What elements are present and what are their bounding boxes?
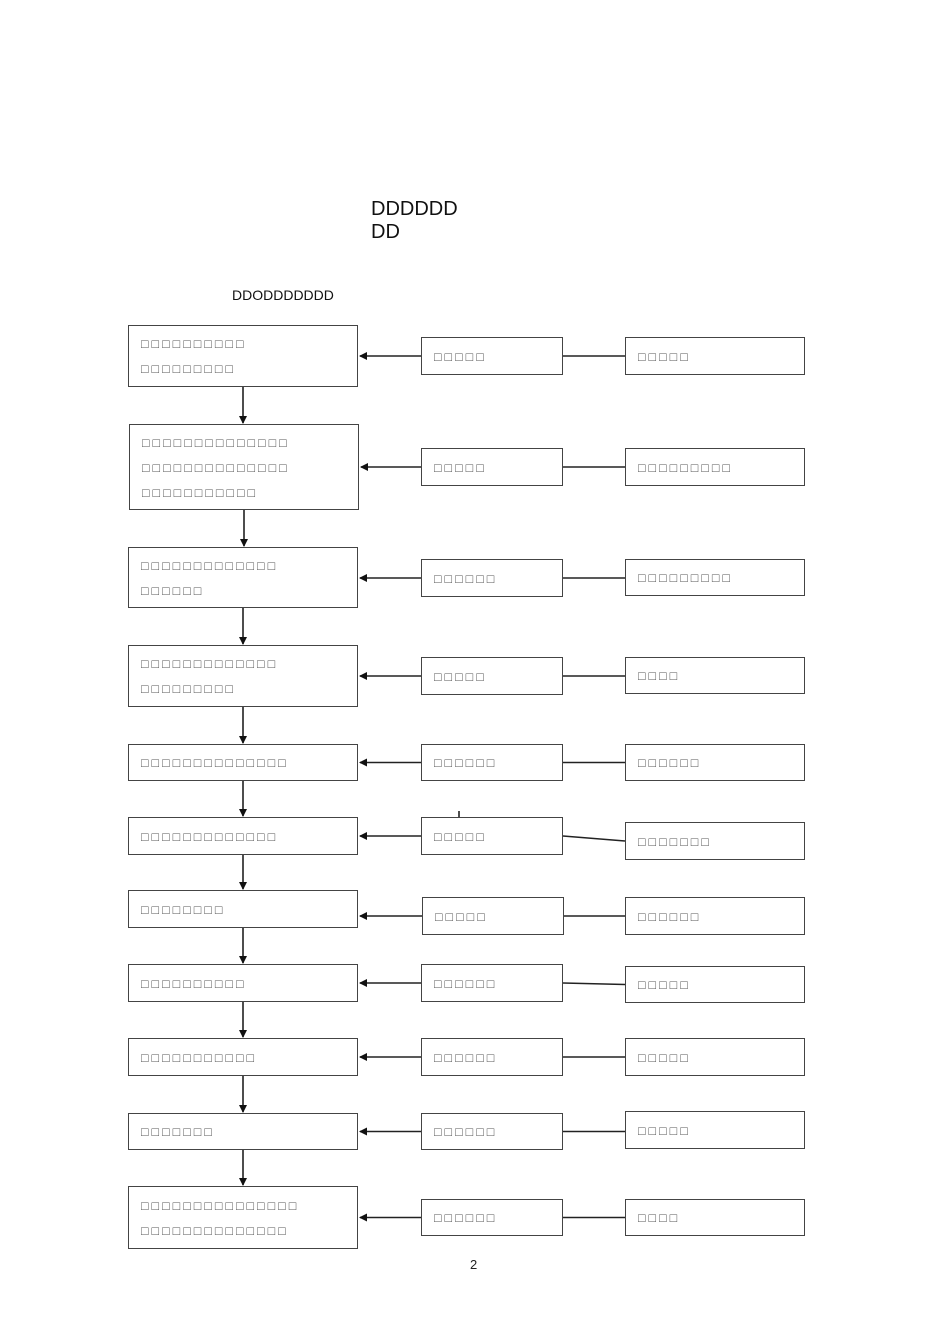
process-step-box: □□□□□□□□□□□□□□ □□□□□□□□□□□□□□ □□□□□□□□□□… [129,424,359,510]
role-box-text: □□□□□□ [434,1050,498,1065]
role-box-text: □□□□□□ [434,756,498,770]
process-step-box-text: □□□□□□□□□□□□□ □□□□□□ [141,558,279,598]
process-step-box-text: □□□□□□□□□□□□□ □□□□□□□□□ [141,657,279,696]
role-box: □□□□□ [421,337,563,375]
process-step-box: □□□□□□□□□□□□□ □□□□□□□□□ [128,645,358,707]
responsibility-box: □□□□ [625,657,805,694]
process-step-box: □□□□□□□□□□□ [128,1038,358,1076]
responsibility-box: □□□□□□ [625,897,805,935]
process-step-box: □□□□□□□□□□□□□ [128,817,358,855]
responsibility-box-text: □□□□□ [638,1050,691,1065]
responsibility-box-text: □□□□□□□□□ [638,460,733,475]
process-step-box: □□□□□□□□□□□□□□□ □□□□□□□□□□□□□□ [128,1186,358,1249]
role-box: □□□□□□ [421,1038,563,1076]
responsibility-box-text: □□□□□□□□□ [638,571,733,585]
process-step-box: □□□□□□□□□□ □□□□□□□□□ [128,325,358,387]
responsibility-box-text: □□□□ [638,669,681,683]
process-step-box-text: □□□□□□□□□□ □□□□□□□□□ [141,337,247,376]
process-step-box-text: □□□□□□□□□□ [141,976,247,991]
responsibility-box-text: □□□□□□ [638,909,702,924]
responsibility-box: □□□□□□ [625,744,805,781]
process-step-box-text: □□□□□□□□ [141,902,226,917]
role-box: □□□□□□ [421,559,563,597]
responsibility-box-text: □□□□□ [638,1123,691,1138]
responsibility-box: □□□□ [625,1199,805,1236]
responsibility-box-text: □□□□□ [638,978,691,992]
page-number: 2 [470,1257,478,1272]
role-box-text: □□□□□□ [434,1125,498,1139]
responsibility-box-text: □□□□ [638,1211,681,1225]
role-box: □□□□□ [422,897,564,935]
title-line-2: DD [371,221,400,243]
role-box-text: □□□□□□ [434,571,498,586]
role-box: □□□□□ [421,448,563,486]
responsibility-box: □□□□□ [625,966,805,1003]
process-step-box-text: □□□□□□□□□□□□□□ □□□□□□□□□□□□□□ □□□□□□□□□□… [142,435,290,500]
role-box: □□□□□□ [421,1113,563,1150]
process-step-box: □□□□□□□ [128,1113,358,1150]
responsibility-box-text: □□□□□□ [638,756,702,770]
role-box: □□□□□□ [421,744,563,781]
responsibility-box: □□□□□ [625,1038,805,1076]
responsibility-box: □□□□□□□□□ [625,448,805,486]
role-box-text: □□□□□ [434,669,487,684]
resp-to-role-connector [562,835,626,842]
role-box-text: □□□□□□ [434,1211,498,1225]
responsibility-box-text: □□□□□□□ [638,834,712,849]
responsibility-box: □□□□□ [625,1111,805,1149]
process-step-box: □□□□□□□□□□ [128,964,358,1002]
responsibility-box: □□□□□ [625,337,805,375]
process-step-box-text: □□□□□□□□□□□□□□□ □□□□□□□□□□□□□□ [141,1198,300,1238]
process-step-box-text: □□□□□□□ [141,1125,215,1139]
role-box-text: □□□□□ [434,829,487,844]
responsibility-box-text: □□□□□ [638,349,691,364]
responsibility-box: □□□□□□□ [625,822,805,860]
resp-to-role-connector [562,982,626,986]
role-box: □□□□□ [421,657,563,695]
role-box: □□□□□ [421,817,563,855]
diagram-subtitle: DDODDDDDDD [232,287,334,303]
role-box-text: □□□□□ [435,909,488,924]
process-step-box-text: □□□□□□□□□□□□□□ [141,756,289,770]
process-step-box: □□□□□□□□□□□□□ □□□□□□ [128,547,358,608]
document-title: DDDDDD DD [371,198,458,244]
process-step-box: □□□□□□□□□□□□□□ [128,744,358,781]
role-box: □□□□□□ [421,964,563,1002]
process-step-box-text: □□□□□□□□□□□ [141,1050,258,1065]
role-box: □□□□□□ [421,1199,563,1236]
process-step-box: □□□□□□□□ [128,890,358,928]
role-box-text: □□□□□ [434,460,487,475]
process-step-box-text: □□□□□□□□□□□□□ [141,829,279,844]
role-box-text: □□□□□□ [434,976,498,991]
title-line-1: DDDDDD [371,198,458,220]
role-box-text: □□□□□ [434,349,487,364]
responsibility-box: □□□□□□□□□ [625,559,805,596]
